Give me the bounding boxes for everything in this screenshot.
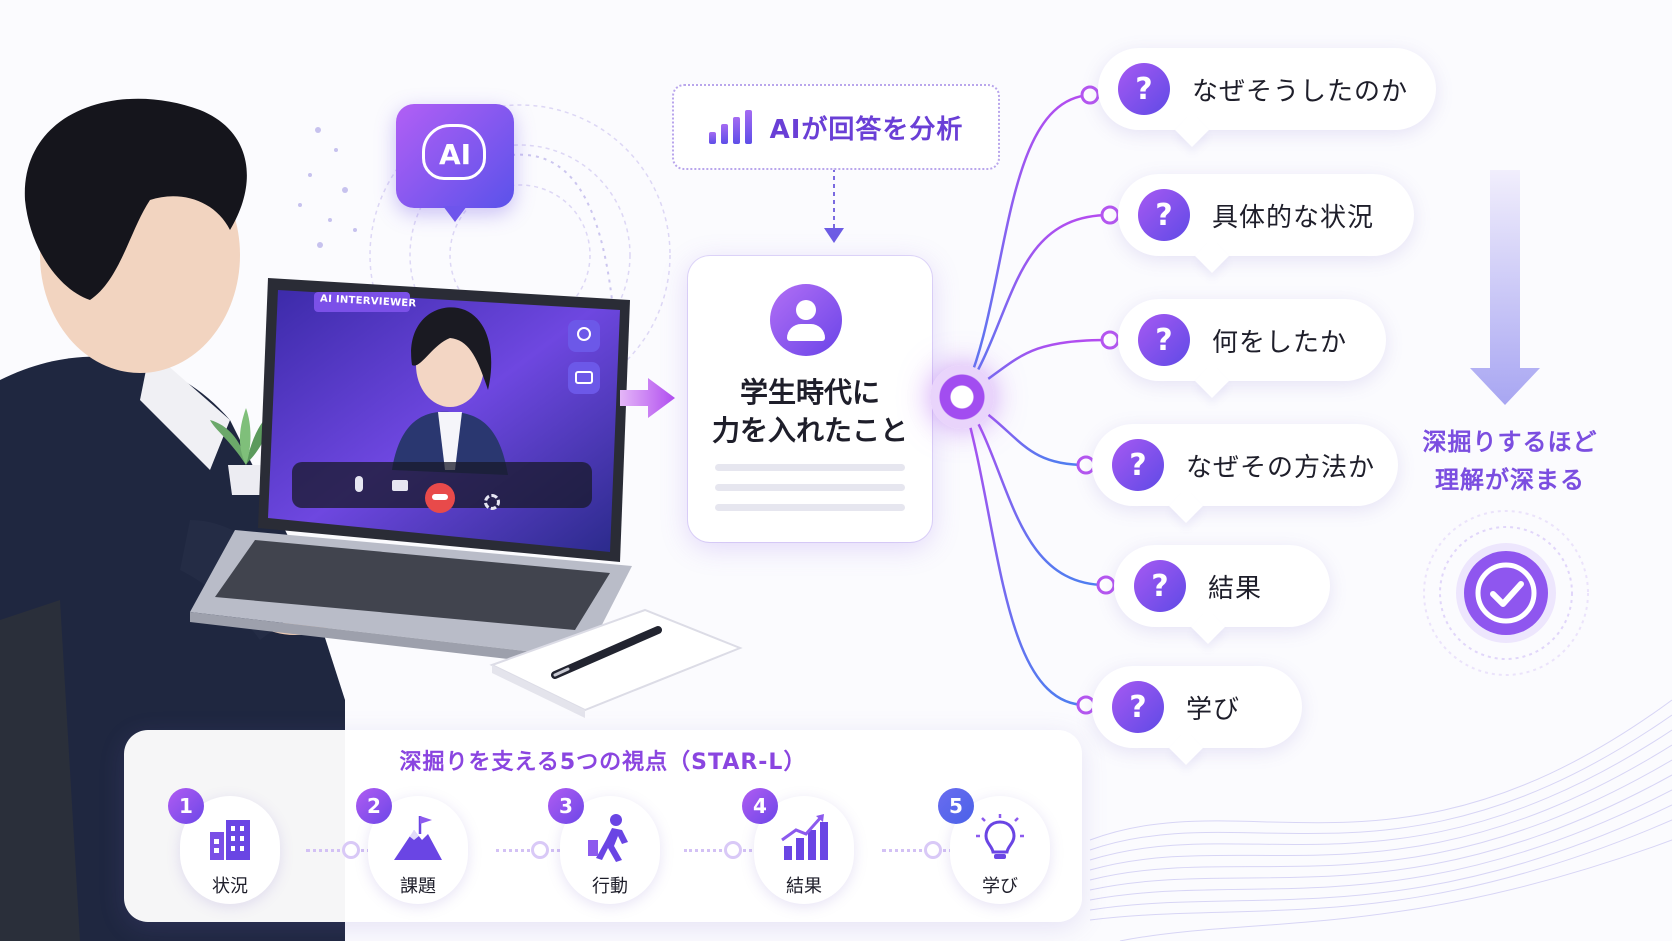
settings-icon[interactable] <box>484 494 500 510</box>
text-line <box>715 504 905 511</box>
question-bubble[interactable]: ? 学び <box>1092 666 1302 748</box>
step-number: 5 <box>938 788 974 824</box>
question-icon: ? <box>1112 439 1164 491</box>
question-bubble[interactable]: ? なぜそうしたのか <box>1098 48 1436 130</box>
star-step-action[interactable]: 3 行動 <box>548 788 660 904</box>
answer-title: 学生時代に 力を入れたこと <box>688 374 932 450</box>
person-pushing-icon <box>588 814 628 862</box>
check-circle-icon <box>1423 510 1589 676</box>
bar-chart-icon <box>708 110 752 144</box>
question-icon: ? <box>1138 314 1190 366</box>
ai-badge: AI <box>396 104 514 222</box>
lightbulb-icon <box>976 814 1024 859</box>
step-number: 2 <box>356 788 392 824</box>
answer-card: 学生時代に 力を入れたこと <box>688 256 932 542</box>
hub-node <box>930 365 994 429</box>
star-l-title: 深掘りを支える5つの視点（STAR-L） <box>399 750 807 775</box>
question-icon: ? <box>1118 63 1170 115</box>
branch-nodes <box>1076 85 1120 715</box>
question-bubble[interactable]: ? 何をしたか <box>1118 299 1386 381</box>
step-label: 課題 <box>400 876 436 897</box>
question-icon: ? <box>1138 189 1190 241</box>
answer-title-line2: 力を入れたこと <box>711 414 908 447</box>
question-bubble[interactable]: ? 具体的な状況 <box>1118 174 1414 256</box>
star-step-result[interactable]: 4 結果 <box>742 788 854 904</box>
step-number: 3 <box>548 788 584 824</box>
microphone-icon[interactable] <box>355 476 363 492</box>
step-label: 行動 <box>592 876 628 897</box>
depth-line1: 深掘りするほど <box>1422 428 1598 456</box>
star-step-situation[interactable]: 1 状況 <box>168 788 280 904</box>
analysis-label: AIが回答を分析 <box>769 114 964 145</box>
question-label: 結果 <box>1208 573 1263 604</box>
text-line <box>715 464 905 471</box>
text-line <box>715 484 905 491</box>
question-label: 何をしたか <box>1212 327 1348 358</box>
depth-arrow <box>1470 170 1540 405</box>
question-label: なぜそうしたのか <box>1192 76 1409 107</box>
depth-line2: 理解が深まる <box>1435 466 1585 494</box>
particles <box>298 127 357 248</box>
chat-icon <box>575 371 593 384</box>
plant <box>210 408 272 495</box>
question-label: 学び <box>1186 694 1241 725</box>
ai-brain-icon <box>422 124 486 180</box>
step-label: 学び <box>982 876 1018 897</box>
building-icon <box>210 820 250 860</box>
user-icon <box>577 327 591 341</box>
dotted-arc <box>511 153 613 301</box>
star-step-task[interactable]: 2 課題 <box>356 788 468 904</box>
flow-arrow <box>620 378 675 418</box>
step-number: 1 <box>168 788 204 824</box>
question-label: なぜその方法か <box>1186 452 1376 483</box>
step-label: 状況 <box>212 876 248 897</box>
step-connector-dot <box>924 841 942 859</box>
ai-badge-text: AI <box>438 138 472 171</box>
analysis-arrow <box>824 168 844 243</box>
question-icon: ? <box>1112 681 1164 733</box>
step-connector-dot <box>531 841 549 859</box>
question-bubble[interactable]: ? 結果 <box>1114 545 1330 627</box>
mountain-flag-icon <box>394 816 442 860</box>
laptop <box>190 278 632 668</box>
star-l-panel: 深掘りを支える5つの視点（STAR-L） 1 状況 2 課題 3 <box>124 730 1082 922</box>
user-icon <box>770 284 842 356</box>
analysis-box: AIが回答を分析 <box>672 84 1000 170</box>
notebook <box>489 608 743 718</box>
answer-title-line1: 学生時代に <box>739 376 880 409</box>
step-number: 4 <box>742 788 778 824</box>
star-step-learning[interactable]: 5 学び <box>938 788 1050 904</box>
camera-icon[interactable] <box>392 480 408 491</box>
step-connector-dot <box>342 841 360 859</box>
step-connector-dot <box>724 841 742 859</box>
question-label: 具体的な状況 <box>1212 202 1375 233</box>
question-bubble[interactable]: ? なぜその方法か <box>1092 424 1398 506</box>
growth-chart-icon <box>781 814 828 860</box>
step-label: 結果 <box>786 876 822 897</box>
hang-up-icon[interactable] <box>432 494 448 500</box>
wave-mesh <box>1089 699 1672 941</box>
question-icon: ? <box>1134 560 1186 612</box>
